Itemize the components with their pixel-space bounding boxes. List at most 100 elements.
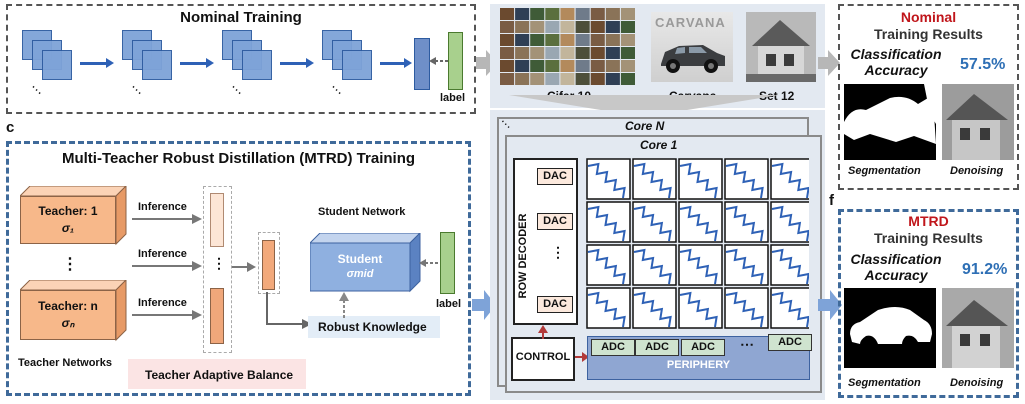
cifar-thumbnail	[605, 34, 620, 46]
cifar-thumbnail	[500, 47, 515, 59]
mtrd-denoise-label: Denoising	[950, 377, 1004, 389]
arrow-2	[180, 58, 214, 68]
control-label: CONTROL	[515, 351, 571, 363]
robust-knowledge-label: Robust Knowledge	[318, 320, 427, 334]
student-network-label: Student Network	[318, 206, 406, 218]
crossbar-cell	[724, 287, 769, 329]
inference-label-3: Inference	[138, 297, 187, 309]
gray-arrow-to-datasets	[476, 50, 498, 76]
cifar-thumbnail	[560, 60, 575, 72]
teacher-output-bar-n	[210, 288, 224, 344]
teacher-output-vdots: ⋮	[212, 255, 226, 271]
balance-box	[258, 232, 280, 294]
teacher-vdots: ⋮	[62, 256, 78, 273]
crossbar-cell	[678, 158, 723, 200]
output-bar	[414, 38, 430, 90]
crossbar-cell	[586, 201, 631, 243]
cifar-thumbnail	[560, 8, 575, 20]
carvana-logo: CARVANA	[655, 15, 726, 30]
cifar-grid-image	[500, 8, 635, 85]
blue-arrow-to-results	[818, 290, 842, 320]
cifar-thumbnail	[515, 60, 530, 72]
cifar-thumbnail	[545, 73, 560, 85]
set12-label: Set 12	[759, 89, 795, 103]
core-n-label: Core N	[625, 119, 665, 133]
cifar-thumbnail	[515, 73, 530, 85]
cifar-thumbnail	[500, 21, 515, 33]
row-decoder-label: ROW DECODER	[517, 213, 529, 299]
cifar-thumbnail	[575, 8, 590, 20]
nominal-training-title: Nominal Training	[180, 9, 302, 26]
set12-image	[746, 12, 816, 82]
crossbar-cell	[724, 244, 769, 286]
cifar-thumbnail	[500, 60, 515, 72]
crossbar-cell	[770, 287, 815, 329]
cifar-thumbnail	[590, 73, 605, 85]
mtrd-results-title: MTRD Training Results	[838, 213, 1019, 247]
cifar-thumbnail	[545, 34, 560, 46]
crossbar-cell	[770, 244, 815, 286]
crossbar-cell	[678, 201, 723, 243]
periphery-label: PERIPHERY	[666, 359, 731, 371]
panel-letter-c: c	[6, 119, 15, 136]
nominal-title-rest: Training Results	[874, 26, 983, 42]
nominal-training-panel	[6, 4, 476, 114]
cifar-thumbnail	[605, 60, 620, 72]
cifar-thumbnail	[590, 21, 605, 33]
cifar-thumbnail	[545, 8, 560, 20]
core-1-label: Core 1	[640, 138, 678, 152]
cifar-thumbnail	[575, 60, 590, 72]
cifar-thumbnail	[530, 21, 545, 33]
arrow-1	[80, 58, 114, 68]
cifar-thumbnail	[605, 8, 620, 20]
teacher-1-name: Teacher: 1	[38, 204, 98, 218]
cifar-thumbnail	[515, 47, 530, 59]
nominal-metric-value: 57.5%	[960, 56, 1006, 73]
arrow-balance-to-knowledge	[266, 292, 312, 329]
nominal-seg-label: Segmentation	[848, 165, 921, 177]
cifar-thumbnail	[620, 34, 635, 46]
cifar-thumbnail	[545, 21, 560, 33]
cifar-thumbnail	[560, 21, 575, 33]
cifar-thumbnail	[620, 8, 635, 20]
teacher-n-symbol: σₙ	[61, 316, 75, 330]
cifar-thumbnail	[530, 34, 545, 46]
dotted-arrow-label	[429, 57, 448, 65]
nominal-label-text: label	[440, 92, 466, 104]
nominal-highlight: Nominal	[900, 9, 957, 25]
cifar-thumbnail	[560, 73, 575, 85]
cifar-thumbnail	[500, 8, 515, 20]
mtrd-panel	[6, 141, 471, 396]
balance-bar	[262, 240, 275, 290]
adc-dots: ⋯	[740, 336, 754, 352]
crossbar-cell	[632, 287, 677, 329]
robust-knowledge-box	[308, 316, 440, 338]
arrow-4	[380, 58, 412, 68]
inference-arrow-2	[132, 261, 202, 271]
crossbar-cell	[586, 158, 631, 200]
dotted-arrow-knowledge-student	[339, 292, 349, 318]
inference-label-1: Inference	[138, 201, 187, 213]
student-symbol: σmid	[346, 268, 374, 280]
dac-3: DAC	[537, 296, 573, 313]
mtrd-seg-image	[844, 288, 936, 368]
cifar-thumbnail	[515, 34, 530, 46]
crossbar-cell	[724, 201, 769, 243]
nominal-denoise-image	[942, 84, 1014, 160]
mtrd-title: Multi-Teacher Robust Distillation (MTRD)…	[61, 150, 416, 167]
cifar-thumbnail	[605, 21, 620, 33]
nominal-metric-label: Classification Accuracy	[850, 46, 942, 78]
cifar-thumbnail	[530, 8, 545, 20]
teacher-adaptive-balance-label: Teacher Adaptive Balance	[145, 368, 294, 382]
mtrd-seg-label: Segmentation	[848, 377, 921, 389]
cifar-thumbnail	[590, 60, 605, 72]
cifar-thumbnail	[575, 47, 590, 59]
cifar-thumbnail	[620, 60, 635, 72]
crossbar-array	[583, 157, 815, 329]
mtrd-label-bar	[440, 232, 455, 294]
mtrd-metric-value: 91.2%	[962, 261, 1008, 278]
crossbar-cells	[586, 158, 815, 329]
cifar-thumbnail	[575, 34, 590, 46]
crossbar-cell	[678, 244, 723, 286]
carvana-image: CARVANA	[651, 12, 733, 82]
